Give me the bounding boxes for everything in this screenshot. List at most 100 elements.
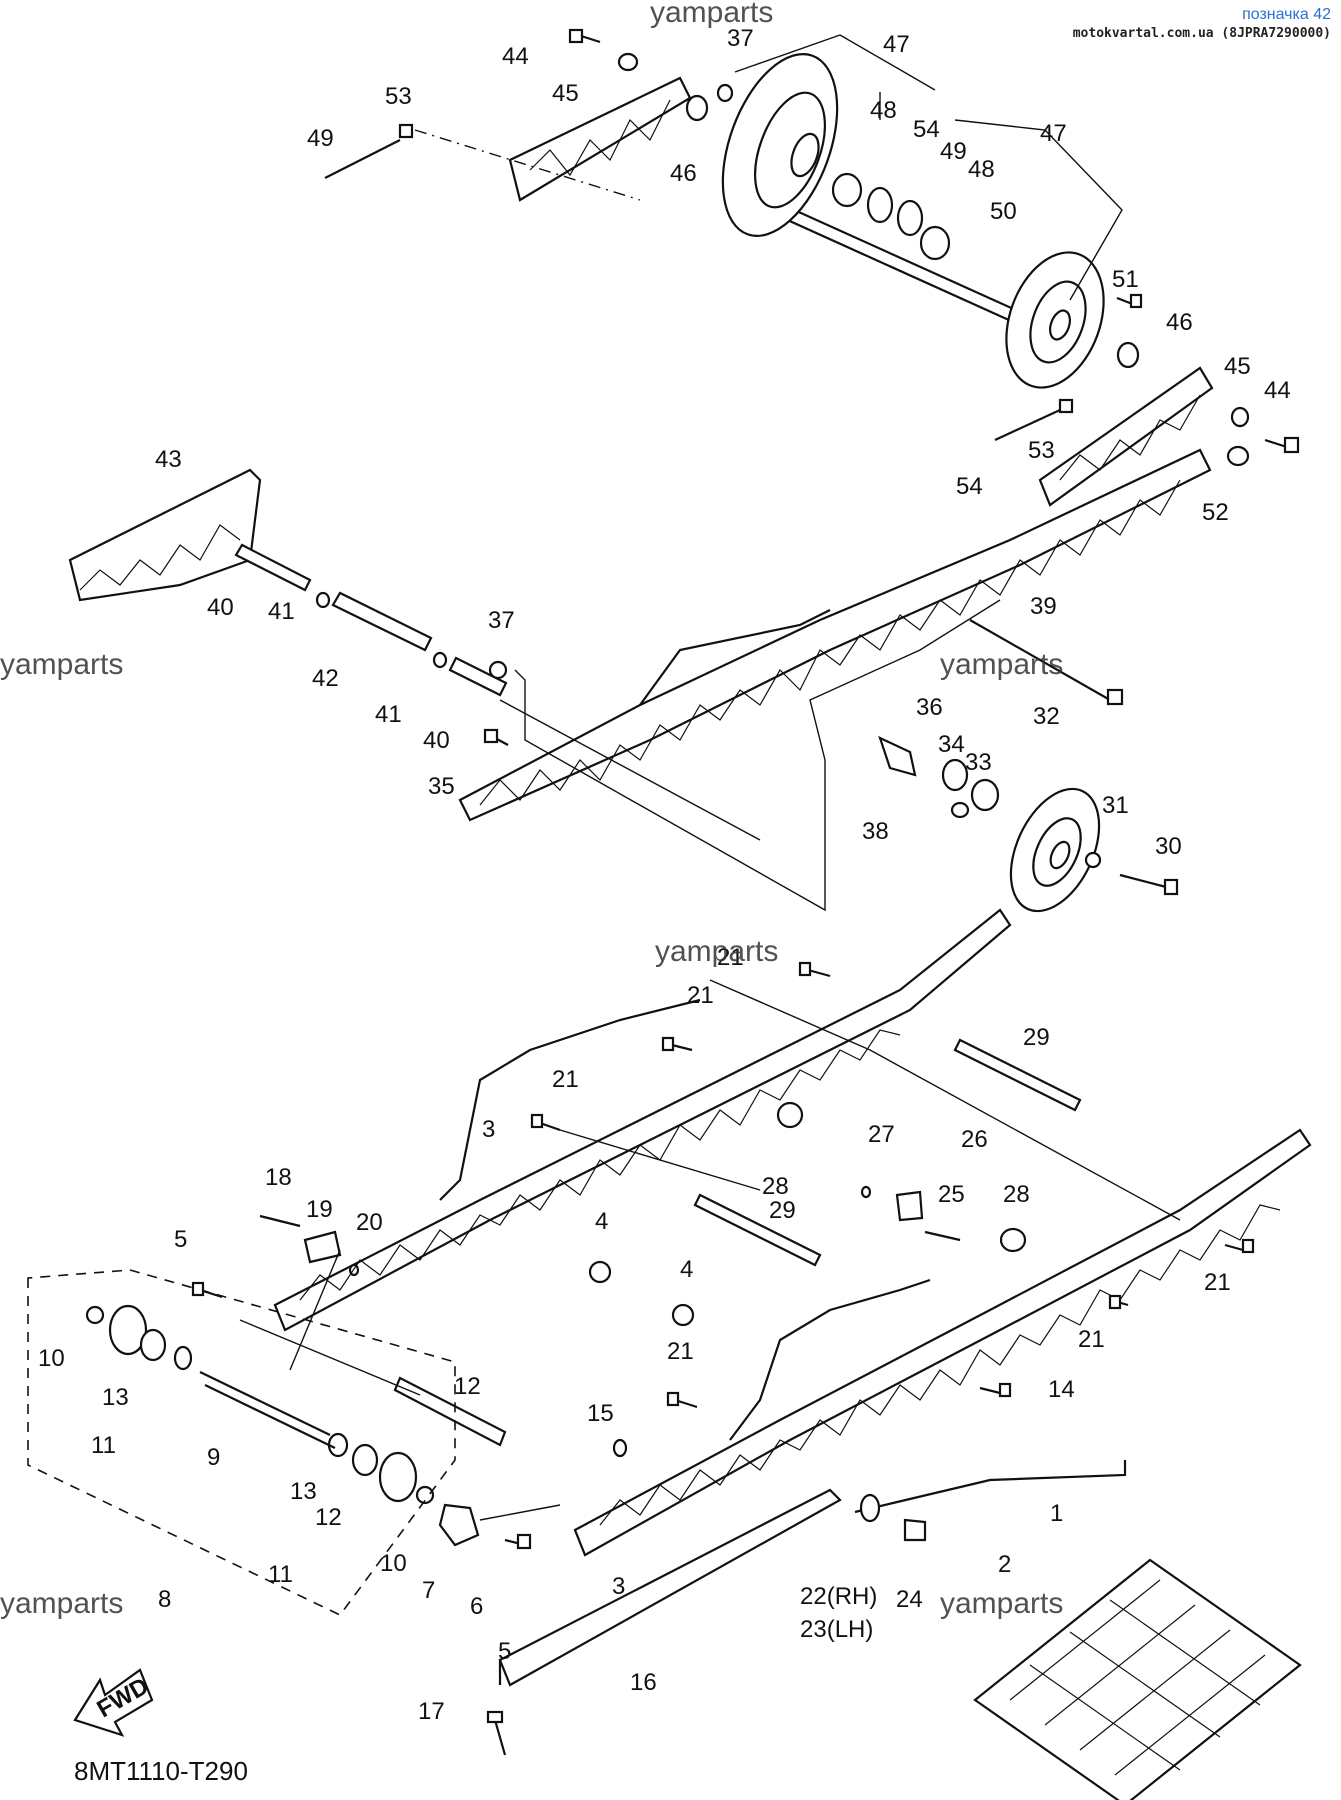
slide-rail-lower	[573, 1128, 1312, 1557]
callout-number: 25	[938, 1181, 965, 1208]
callout-number: 28	[762, 1173, 789, 1200]
callout-number: 12	[315, 1504, 342, 1531]
callout-number: 47	[883, 31, 910, 58]
idler-wheel	[483, 660, 1179, 913]
callout-number: 40	[423, 727, 450, 754]
callout-number: 28	[1003, 1181, 1030, 1208]
callout-number: 11	[91, 1432, 116, 1459]
callout-number: 13	[102, 1384, 129, 1411]
bearings-and-clips	[617, 52, 1250, 467]
callout-number: 54	[956, 473, 983, 500]
callout-number: 14	[1048, 1376, 1075, 1403]
callout-number: 8	[158, 1586, 171, 1613]
callout-number: 24	[896, 1586, 923, 1613]
callout-number: 22(RH)	[800, 1583, 877, 1610]
callout-number: 47	[1040, 120, 1067, 147]
front-axle-kit	[27, 1269, 480, 1617]
slide-rail-upper	[273, 908, 1012, 1332]
rear-wheel-right	[1005, 251, 1105, 389]
source-site: motokvartal.com.ua (8JPRA7290000)	[1072, 26, 1331, 41]
callout-number: 3	[612, 1573, 625, 1600]
callout-number: 45	[1224, 353, 1251, 380]
callout-number: 12	[454, 1373, 481, 1400]
callout-number: 29	[1023, 1024, 1050, 1051]
callout-number: 4	[595, 1208, 608, 1235]
callout-number: 32	[1033, 703, 1060, 730]
callout-number: 53	[385, 83, 412, 110]
callout-number: 6	[470, 1593, 483, 1620]
callout-number: 35	[428, 773, 455, 800]
rear-wheel-left	[721, 53, 839, 237]
callout-number: 50	[990, 198, 1017, 225]
callout-number: 48	[968, 156, 995, 183]
diagram-label: позначка 42	[1242, 6, 1331, 23]
callout-number: 41	[375, 701, 402, 728]
upper-rear-rail-bottom	[1038, 366, 1214, 507]
callout-number: 34	[938, 731, 965, 758]
callout-number: 21	[552, 1066, 579, 1093]
callout-number: 3	[482, 1116, 495, 1143]
callout-number: 19	[306, 1196, 333, 1223]
callout-number: 30	[1155, 833, 1182, 860]
bolts-top	[324, 28, 1300, 454]
exploded-lines-lower	[239, 979, 1181, 1521]
callout-number: 44	[1264, 377, 1291, 404]
middle-rail-left	[68, 468, 262, 602]
spacer-tubes	[234, 543, 508, 697]
callout-number: 44	[502, 43, 529, 70]
track-segment	[973, 1558, 1302, 1800]
callout-number: 1	[1050, 1500, 1063, 1527]
upper-rear-rail-top	[508, 76, 692, 202]
callout-number: 21	[667, 1338, 694, 1365]
callout-number: 53	[1028, 437, 1055, 464]
callout-number: 16	[630, 1669, 657, 1696]
callout-number: 13	[290, 1478, 317, 1505]
watermark: yamparts	[0, 1587, 124, 1620]
callout-number: 20	[356, 1209, 383, 1236]
exploded-lines-top	[414, 34, 1123, 301]
callout-number: 23(LH)	[800, 1616, 873, 1643]
callout-number: 21	[1204, 1269, 1231, 1296]
diagram-code: 8MT1110-T290	[74, 1756, 248, 1786]
callout-number: 40	[207, 594, 234, 621]
callout-number: 18	[265, 1164, 292, 1191]
callout-number: 5	[174, 1226, 187, 1253]
callout-number: 46	[1166, 309, 1193, 336]
callout-number: 45	[552, 80, 579, 107]
callout-number: 42	[312, 665, 339, 692]
callout-number: 33	[965, 749, 992, 776]
small-bolts-lower	[191, 961, 1255, 1550]
callout-number: 27	[868, 1121, 895, 1148]
callout-number: 21	[717, 944, 744, 971]
callout-number: 49	[307, 125, 334, 152]
misc-small-parts	[259, 1101, 1127, 1756]
callout-number: 29	[769, 1197, 796, 1224]
callout-number: 4	[680, 1256, 693, 1283]
callout-number: 9	[207, 1444, 220, 1471]
callout-number: 10	[380, 1550, 407, 1577]
watermark: yamparts	[655, 935, 779, 968]
watermark: yamparts	[940, 1587, 1064, 1620]
callout-number: 54	[913, 116, 940, 143]
callout-number: 48	[870, 97, 897, 124]
cross-shafts	[393, 1038, 1082, 1447]
callout-number: 51	[1112, 266, 1139, 293]
callout-number: 52	[1202, 499, 1229, 526]
callout-number: 38	[862, 818, 889, 845]
exploded-lines-middle	[499, 599, 1001, 912]
callout-number: 2	[998, 1551, 1011, 1578]
callout-number: 36	[916, 694, 943, 721]
callout-number: 46	[670, 160, 697, 187]
callout-number: 7	[422, 1577, 435, 1604]
callout-number: 43	[155, 446, 182, 473]
callout-number: 26	[961, 1126, 988, 1153]
callout-number: 31	[1102, 792, 1129, 819]
watermark: yamparts	[0, 648, 124, 681]
watermark: yamparts	[940, 648, 1064, 681]
callout-number: 10	[38, 1345, 65, 1372]
callout-number: 41	[268, 598, 295, 625]
callout-number: 21	[687, 982, 714, 1009]
long-bolt-39	[969, 619, 1124, 706]
